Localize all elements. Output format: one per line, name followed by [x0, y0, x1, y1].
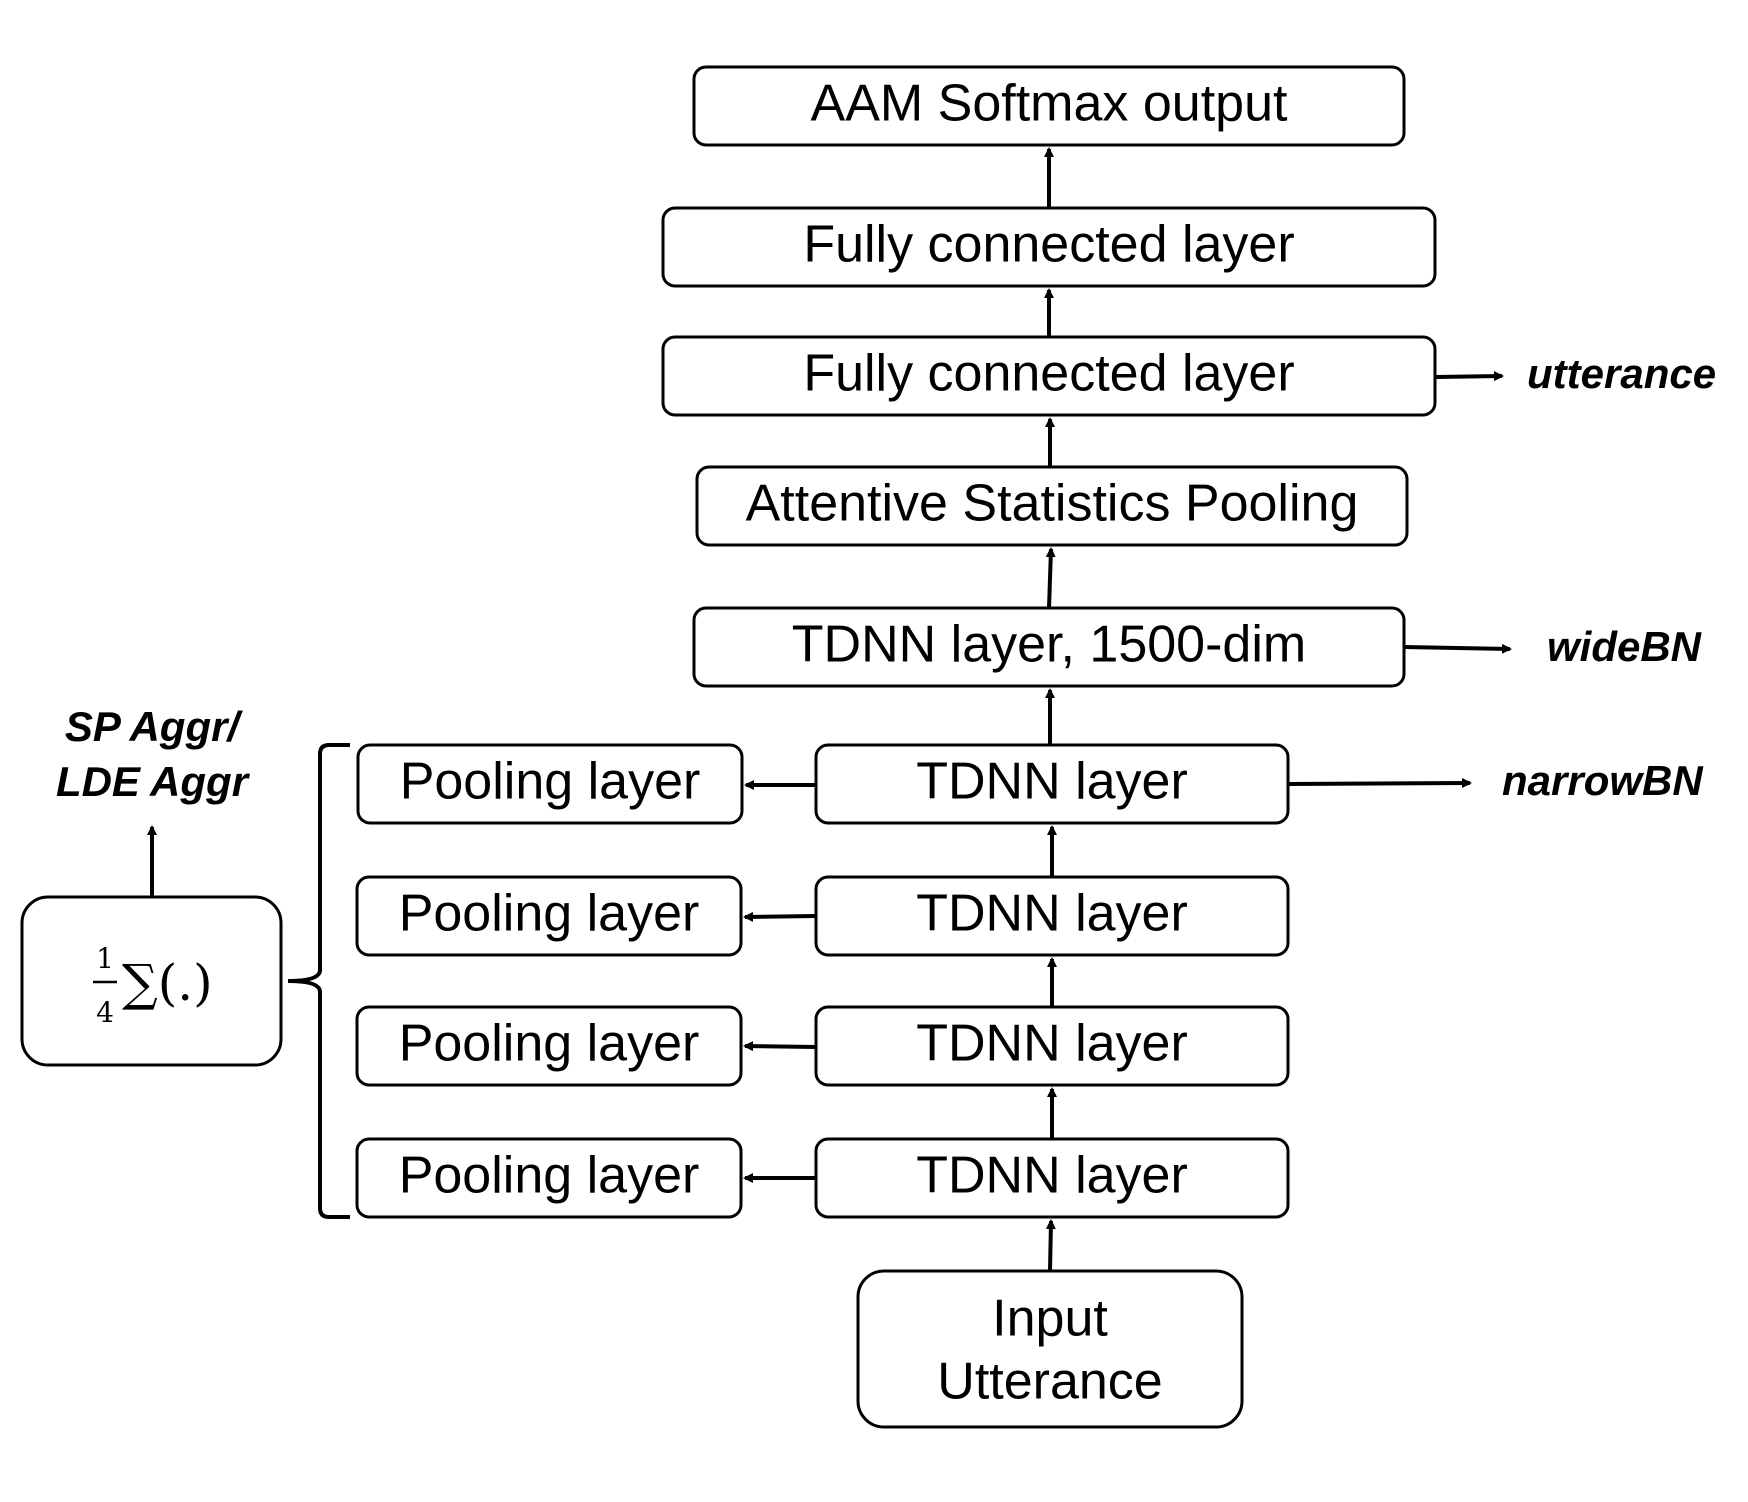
- fully-connected-layer-top-label: Fully connected layer: [803, 216, 1294, 274]
- pooling-layer-4-box: Pooling layer: [355, 1137, 743, 1219]
- aam-softmax-output-box: AAM Softmax output: [692, 65, 1406, 147]
- tdnn-layer-4-label: TDNN layer: [916, 1147, 1188, 1205]
- tdnn-layer-2-box: TDNN layer: [814, 875, 1290, 957]
- pooling-layer-1-box: Pooling layer: [356, 743, 744, 825]
- tdnn-layer-3-label: TDNN layer: [916, 1015, 1188, 1073]
- pooling-layer-2-box: Pooling layer: [355, 875, 743, 957]
- pooling-group-brace: [287, 743, 350, 1219]
- pooling-layer-2-label: Pooling layer: [399, 885, 700, 943]
- pooling-layer-1-label: Pooling layer: [400, 753, 701, 811]
- input-utterance-label-line2: Utterance: [937, 1353, 1162, 1411]
- input-utterance-box: Input Utterance: [856, 1269, 1244, 1429]
- fully-connected-layer-bottom-label: Fully connected layer: [803, 345, 1294, 403]
- tdnn-layer-1-box: TDNN layer: [814, 743, 1290, 825]
- summation-operator: ∑(.): [122, 954, 213, 1012]
- input-utterance-label-line1: Input: [992, 1290, 1108, 1348]
- fraction-numerator: 1: [96, 942, 114, 975]
- narrowbn-output-label: narrowBN: [1502, 757, 1704, 804]
- tdnn-layer-3-box: TDNN layer: [814, 1005, 1290, 1087]
- arrow-tdnn-3-to-pooling-3: [743, 1041, 817, 1052]
- aam-softmax-output-label: AAM Softmax output: [811, 75, 1288, 133]
- arrow-tdnn-wide-to-pooling: [1045, 547, 1056, 609]
- attentive-statistics-pooling-label: Attentive Statistics Pooling: [746, 475, 1359, 533]
- fully-connected-layer-top-box: Fully connected layer: [661, 206, 1437, 288]
- pooling-layer-3-box: Pooling layer: [355, 1005, 743, 1087]
- arrow-to-narrowbn: [1287, 778, 1472, 789]
- tdnn-layer-4-box: TDNN layer: [814, 1137, 1290, 1219]
- arrow-to-utterance: [1434, 371, 1504, 382]
- tdnn-layer-2-label: TDNN layer: [916, 885, 1188, 943]
- utterance-output-label: utterance: [1527, 350, 1716, 397]
- pooling-layer-4-label: Pooling layer: [399, 1147, 700, 1205]
- arrow-tdnn-2-to-pooling-2: [743, 911, 817, 922]
- tdnn-layer-1-label: TDNN layer: [916, 753, 1188, 811]
- aggregation-output-label-line1: SP Aggr/: [65, 703, 244, 750]
- aggregation-output-label-line2: LDE Aggr: [56, 758, 251, 805]
- arrow-input-to-tdnn-4: [1045, 1219, 1056, 1272]
- tdnn-wide-layer-box: TDNN layer, 1500-dim: [692, 606, 1406, 688]
- tdnn-wide-layer-label: TDNN layer, 1500-dim: [792, 616, 1306, 674]
- fraction-denominator: 4: [96, 996, 114, 1029]
- attentive-statistics-pooling-box: Attentive Statistics Pooling: [695, 465, 1409, 547]
- fully-connected-layer-bottom-box: Fully connected layer: [661, 335, 1437, 417]
- widebn-output-label: wideBN: [1547, 623, 1703, 670]
- arrow-to-widebn: [1403, 643, 1512, 654]
- aggregation-box: 1 4 ∑(.): [20, 895, 283, 1067]
- pooling-layer-3-label: Pooling layer: [399, 1015, 700, 1073]
